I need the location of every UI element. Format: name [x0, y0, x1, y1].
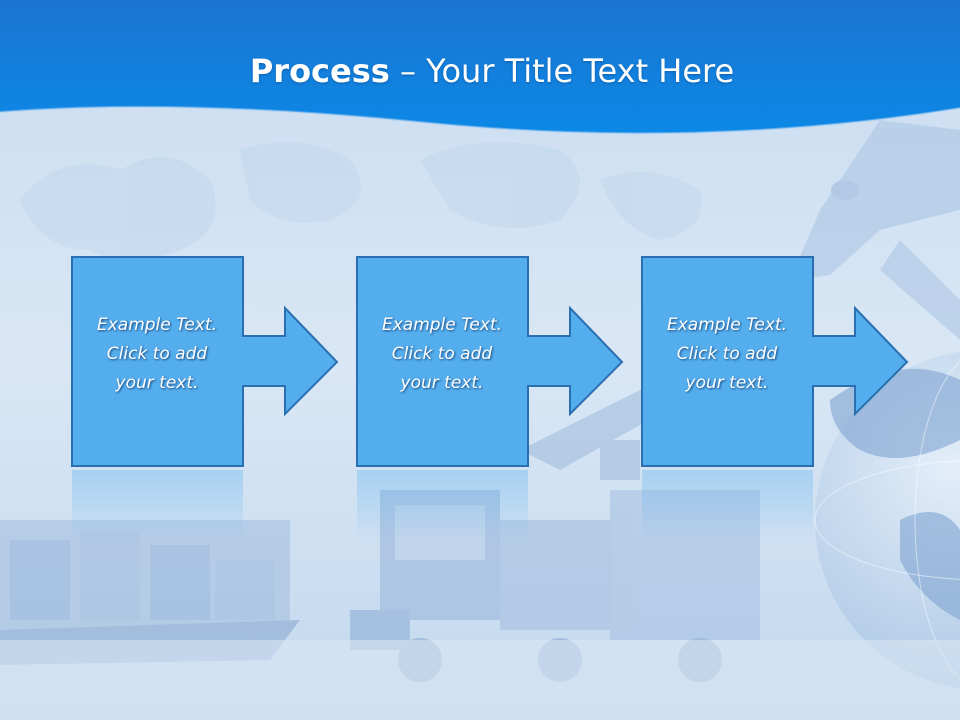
process-step-1[interactable]: Example Text. Click to add your text. — [71, 256, 339, 540]
step-3-reflection — [642, 470, 813, 540]
world-map-watermark — [20, 142, 702, 260]
process-arrow-shape — [641, 256, 909, 467]
title-bold: Process — [249, 52, 390, 90]
title-rest: – Your Title Text Here — [389, 52, 735, 90]
airplane-silhouette — [790, 120, 960, 340]
step-2-reflection — [357, 470, 528, 540]
slide-title[interactable]: Process – Your Title Text Here — [0, 52, 960, 90]
header-band — [0, 0, 960, 134]
process-arrow-shape — [356, 256, 624, 467]
process-step-2[interactable]: Example Text. Click to add your text. — [356, 256, 624, 540]
process-step-3[interactable]: Example Text. Click to add your text. — [641, 256, 909, 540]
process-arrow-shape — [71, 256, 339, 467]
globe-silhouette — [814, 351, 960, 689]
step-1-reflection — [72, 470, 243, 540]
step-1-text[interactable]: Example Text. Click to add your text. — [96, 315, 218, 393]
step-3-text[interactable]: Example Text. Click to add your text. — [666, 315, 788, 393]
step-2-text[interactable]: Example Text. Click to add your text. — [381, 315, 503, 393]
